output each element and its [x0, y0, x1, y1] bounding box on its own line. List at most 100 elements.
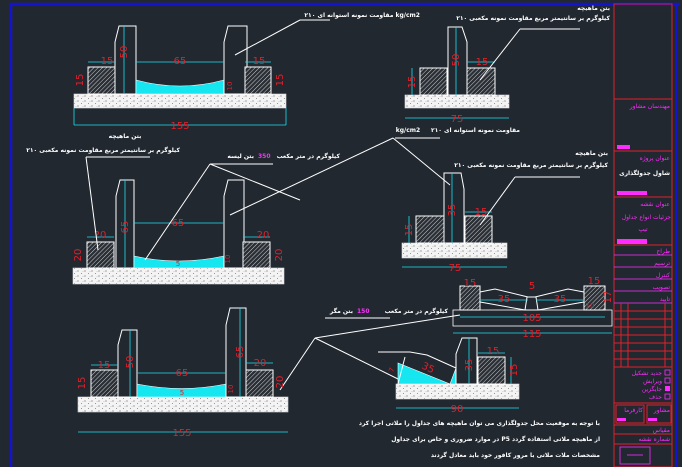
leader-cyl-1 [229, 137, 394, 216]
section-1-curb-channel: 15 50 65 15 15 15 10 155 [73, 25, 287, 132]
note-s1-label: بتن ماهیچه [109, 133, 142, 140]
dim-s1-block-height-left: 15 [75, 74, 86, 87]
tb-project-label: عنوان پروژه [640, 155, 670, 162]
dim-s6-slope: 5 [180, 389, 184, 397]
dim-s6-block: 15 [98, 360, 111, 371]
dim-s5-gap: 5 [529, 281, 535, 292]
tb-row-confirm: تایید [660, 296, 670, 303]
dim-s4-curb-height: 35 [447, 204, 458, 217]
note-s4-cube: ۲۱۰ کیلوگرم بر سانتیمتر مربع مقاومت نمون… [454, 161, 608, 169]
note-lean-value: 350 [258, 153, 271, 160]
tb-row-designer: طراح [656, 248, 670, 255]
dim-s7-curb-height: 35 [464, 359, 475, 372]
dim-s6-block-height-left: 15 [77, 377, 88, 390]
note-s2-cube: ۲۱۰ کیلوگرم بر سانتیمتر مربع مقاومت نمون… [456, 14, 610, 22]
footnote-3: مشخصات ملات ملاتی با مرور کافور خود باید… [431, 451, 600, 459]
dim-s2-curb-height: 50 [451, 54, 462, 67]
section-2-curb: 50 15 15 75 [404, 26, 510, 125]
tb-sheet-label: شماره نقشه [638, 436, 670, 443]
dim-s5-width-right: 35 [554, 294, 567, 305]
dim-s4-block: 15 [475, 207, 488, 218]
leader-lean [144, 163, 211, 261]
dim-s6-curb-height-left: 50 [125, 356, 136, 369]
dim-s3-block-height-left: 20 [73, 249, 84, 262]
dim-s7-slope-height: 7 [387, 367, 396, 374]
dim-s1-block-height-right: 15 [275, 74, 286, 87]
dim-s7-slope-width: 35 [420, 361, 436, 376]
tb-row-checker: کنترل [656, 272, 670, 279]
leader-s2 [479, 28, 521, 81]
note-cyl-unit: kg/cm2 [396, 127, 420, 134]
dim-s6-curb-height-right: 65 [235, 346, 246, 359]
note-s1-cyl: مقاومت نمونه استوانه ای ۲۱۰ kg/cm2 [304, 12, 420, 19]
footnote-2: در موارد ضروری و خاص برای جداول P5 از ما… [391, 435, 600, 443]
dim-s5-height: 17 [603, 291, 614, 304]
dim-s3-block-right: 20 [257, 230, 270, 241]
section-4-curb: 35 15 15 75 [401, 172, 508, 274]
tb-check-3: جایگزین [642, 385, 662, 393]
tb-row-drafter: ترسیم [654, 260, 670, 267]
dim-s2-block: 15 [476, 57, 489, 68]
sheet-frame [9, 2, 680, 467]
dim-s3-channel-depth: 10 [224, 255, 232, 264]
dim-s3-slope: 5 [176, 260, 180, 268]
note-blind: کیلوگرم در متر مکعب [385, 307, 449, 315]
tb-check-4: حذف [649, 394, 662, 401]
dim-s3-channel: 65 [172, 218, 185, 229]
dim-s1-total: 155 [170, 121, 189, 132]
tb-drawing-sub: تیپ [638, 226, 648, 233]
tb-project-title: شاول جدولگذاری [619, 169, 670, 177]
leader-blind-1 [314, 314, 461, 339]
dim-s6-total: 155 [172, 428, 191, 439]
note-s4-label: بتن ماهیچه [575, 150, 608, 157]
leader-s3-cube [85, 156, 99, 251]
section-7-curb-slope: 35 15 15 35 7 90 [378, 337, 520, 415]
dim-s2-block-height: 15 [407, 76, 418, 89]
note-cyl-top: مقاومت نمونه استوانه ای ۲۱۰ [431, 127, 520, 134]
dim-s6-channel-depth: 10 [227, 385, 235, 394]
dim-s1-channel: 65 [174, 56, 187, 67]
dim-s5-width-left: 35 [498, 294, 511, 305]
dim-s7-block-height: 15 [509, 364, 520, 377]
dim-s1-channel-depth: 10 [226, 82, 234, 91]
dim-s6-block-right: 20 [254, 358, 267, 369]
dim-s7-total: 90 [451, 404, 464, 415]
tb-sign-client: کارفرما [624, 407, 643, 414]
title-block: مهندسان مشاور عنوان پروژه شاول جدولگذاری… [613, 3, 673, 467]
dim-s3-curb-height: 65 [120, 221, 131, 234]
note-s1-cube: ۲۱۰ کیلوگرم بر سانتیمتر مربع مقاومت نمون… [26, 146, 180, 154]
tb-consultant-label: مهندسان مشاور [629, 103, 670, 110]
dim-s6-block-height-right: 20 [275, 376, 286, 389]
leader-s1 [234, 19, 301, 56]
leader-blind-2 [314, 337, 401, 381]
dim-s2-total: 75 [451, 114, 464, 125]
dim-s3-block: 20 [94, 230, 107, 241]
section-3-curb-channel: 20 65 65 20 20 20 10 5 [72, 179, 285, 285]
dim-s4-block-height: 15 [404, 224, 415, 237]
leader-cyl-2 [392, 137, 451, 186]
leader-lean-2 [209, 163, 301, 201]
tb-drawing-label: عنوان نقشه [640, 201, 670, 208]
tb-drawing-title: جزئیات انواع جداول [622, 214, 672, 221]
dim-s5-inner: 105 [522, 313, 541, 324]
tb-check-2: ویرایش [643, 378, 662, 385]
dim-s6-channel: 65 [176, 368, 189, 379]
note-s2-label: بتن ماهیچه [577, 5, 610, 12]
tb-check-1: جدید تشکیل [632, 370, 663, 377]
tb-sign-consultant: مشاور [653, 407, 670, 414]
dim-s1-block: 15 [101, 56, 114, 67]
dim-s7-block: 15 [487, 346, 500, 357]
section-6-curb-channel: 15 50 65 65 20 15 20 10 5 155 [77, 307, 289, 439]
note-blind-value: 150 [357, 308, 370, 315]
dim-s5-block-right: 15 [588, 276, 601, 287]
dim-s4-total: 75 [449, 263, 462, 274]
dim-s5-total: 115 [522, 329, 541, 340]
leader-s4 [479, 176, 516, 226]
note-blind-label: بتن مگر [329, 307, 353, 315]
note-lean-label: بتن لیسه [227, 153, 254, 160]
dim-s5-depth: 10 [586, 302, 595, 310]
dim-s5-block-left: 15 [464, 278, 477, 289]
note-lean: کیلوگرم در متر مکعب [277, 152, 341, 160]
